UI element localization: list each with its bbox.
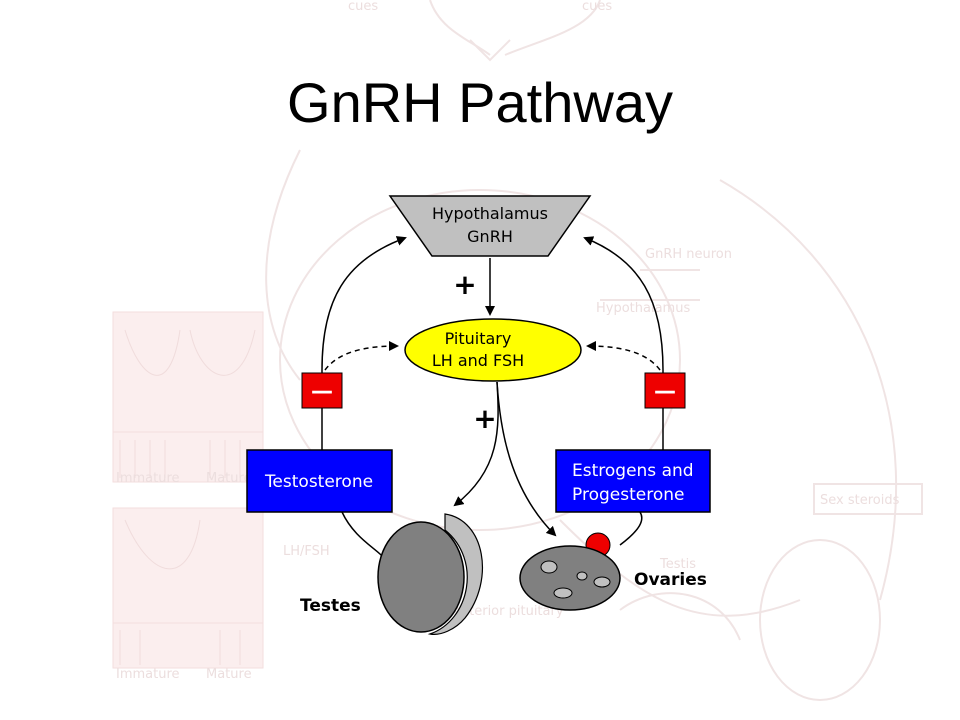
progesterone-label: Progesterone [572,485,684,505]
testes-icon [377,513,484,635]
link-ovaries-to-estrogens [619,511,643,546]
gnrh-label: GnRH [467,227,513,246]
bg-label-hypothalamus: Hypothalamus [596,301,690,316]
minus-sign-right: — [654,379,676,404]
bg-label-immature-1: Immature [116,471,180,486]
estrogens-node: Estrogens and Progesterone [555,449,711,513]
testes-label: Testes [300,596,361,616]
plus-sign-mid: + [473,402,496,435]
feedback-testosterone-to-pituitary [324,341,399,371]
bg-label-sex-steroids: Sex steroids [820,493,900,508]
estrogens-label: Estrogens and [572,461,694,481]
testosterone-node: Testosterone [246,449,393,513]
plus-sign-top: + [453,268,476,301]
arrow-pituitary-to-testes [453,381,499,507]
feedback-estrogens-to-pituitary [586,341,661,371]
pituitary-label: Pituitary [445,329,512,348]
pituitary-node: Pituitary LH and FSH [404,318,582,382]
ovaries-label: Ovaries [634,570,707,590]
testosterone-label: Testosterone [264,472,373,492]
inhibit-right: — [644,372,686,409]
bg-label-cues-1: cues [348,0,378,14]
slide-title: GnRH Pathway [287,71,673,134]
bg-label-cues-2: cues [582,0,612,14]
bg-label-mature-1: Mature [206,471,252,486]
bg-label-anterior-pituitary: Anterior pituitary [452,604,564,619]
feedback-estrogens-to-hypothalamus [583,236,664,450]
arrow-pituitary-to-ovaries [496,381,557,537]
hypothalamus-label: Hypothalamus [432,204,548,223]
bg-label-gnrh-neuron: GnRH neuron [645,247,732,262]
ovaries-icon [519,532,621,611]
lh-fsh-label: LH and FSH [432,351,524,370]
feedback-testosterone-to-hypothalamus [321,236,407,450]
bg-label-immature-2: Immature [116,667,180,682]
bg-label-lh-fsh: LH/FSH [283,544,330,559]
inhibit-left: — [301,372,343,409]
bg-label-testis: Testis [659,557,696,572]
link-testes-to-testosterone [341,511,386,561]
bg-label-mature-2: Mature [206,667,252,682]
hypothalamus-node: Hypothalamus GnRH [388,195,592,257]
minus-sign-left: — [311,379,333,404]
